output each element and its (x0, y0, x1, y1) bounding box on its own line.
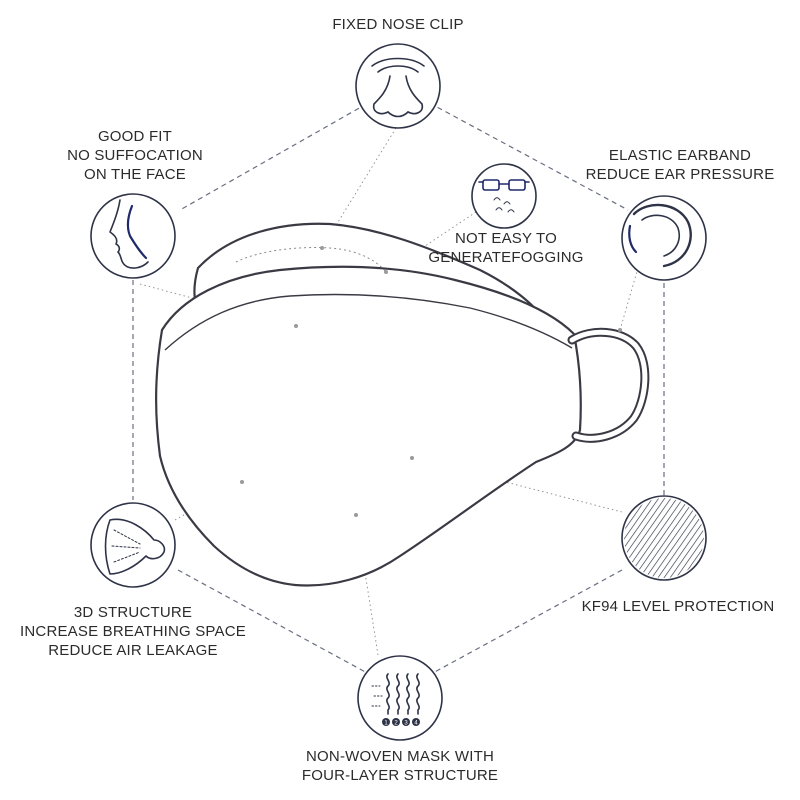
good-fit-line-1: GOOD FIT (97, 128, 173, 145)
ear-icon (628, 203, 692, 268)
nose-clip-line-1: FIXED NOSE CLIP (332, 16, 464, 33)
layers-line-2: FOUR-LAYER STRUCTURE (301, 767, 499, 784)
filter-mesh-icon-group (621, 495, 707, 581)
layer-number-3: 3 (404, 721, 408, 727)
face-profile-icon-group (90, 193, 176, 279)
face-profile-icon (109, 199, 149, 269)
nose-clip-label: FIXED NOSE CLIP (300, 15, 496, 34)
good-fit-line-2: NO SUFFOCATION (67, 147, 203, 164)
layer-number-2: 2 (394, 721, 398, 727)
nose-icon (371, 57, 425, 118)
structure-3d-line-2: INCREASE BREATHING SPACE (20, 623, 246, 640)
anti-fog-line-1: NOT EASY TO (455, 230, 557, 247)
structure-3d-line-1: 3D STRUCTURE (73, 604, 193, 621)
layers-icon-group: 1 2 3 4 (357, 655, 443, 741)
good-fit-line-3: ON THE FACE (84, 166, 186, 183)
structure-3d-label: 3D STRUCTURE INCREASE BREATHING SPACE RE… (6, 603, 260, 660)
glasses-icon-group (471, 163, 537, 229)
hexagon-frame (132, 85, 665, 681)
layer-number-badges: 1 2 3 4 (382, 718, 420, 727)
glasses-icon (478, 179, 530, 213)
kf94-line-1: KF94 LEVEL PROTECTION (581, 598, 775, 615)
ear-icon-group (621, 195, 707, 281)
breathing-space-icon-group (90, 502, 176, 588)
anti-fog-line-2: GENERATEFOGGING (428, 249, 584, 266)
layer-number-1: 1 (384, 721, 388, 727)
layers-icon (371, 673, 420, 715)
earband-line-2: REDUCE EAR PRESSURE (585, 166, 775, 183)
earband-line-1: ELASTIC EARBAND (608, 147, 752, 164)
anti-fog-label: NOT EASY TO GENERATEFOGGING (418, 229, 594, 267)
layers-line-1: NON-WOVEN MASK WITH (306, 748, 494, 765)
earband-label: ELASTIC EARBAND REDUCE EAR PRESSURE (575, 146, 785, 184)
mask-illustration (155, 222, 650, 587)
structure-3d-line-3: REDUCE AIR LEAKAGE (48, 642, 218, 659)
ear-loop (567, 327, 650, 443)
good-fit-label: GOOD FIT NO SUFFOCATION ON THE FACE (50, 127, 220, 184)
nose-icon-group (355, 43, 441, 129)
layers-label: NON-WOVEN MASK WITH FOUR-LAYER STRUCTURE (280, 747, 520, 785)
layer-number-4: 4 (414, 721, 418, 727)
kf94-label: KF94 LEVEL PROTECTION (565, 597, 791, 616)
filter-mesh-icon (624, 498, 704, 578)
breathing-space-icon (104, 518, 166, 575)
